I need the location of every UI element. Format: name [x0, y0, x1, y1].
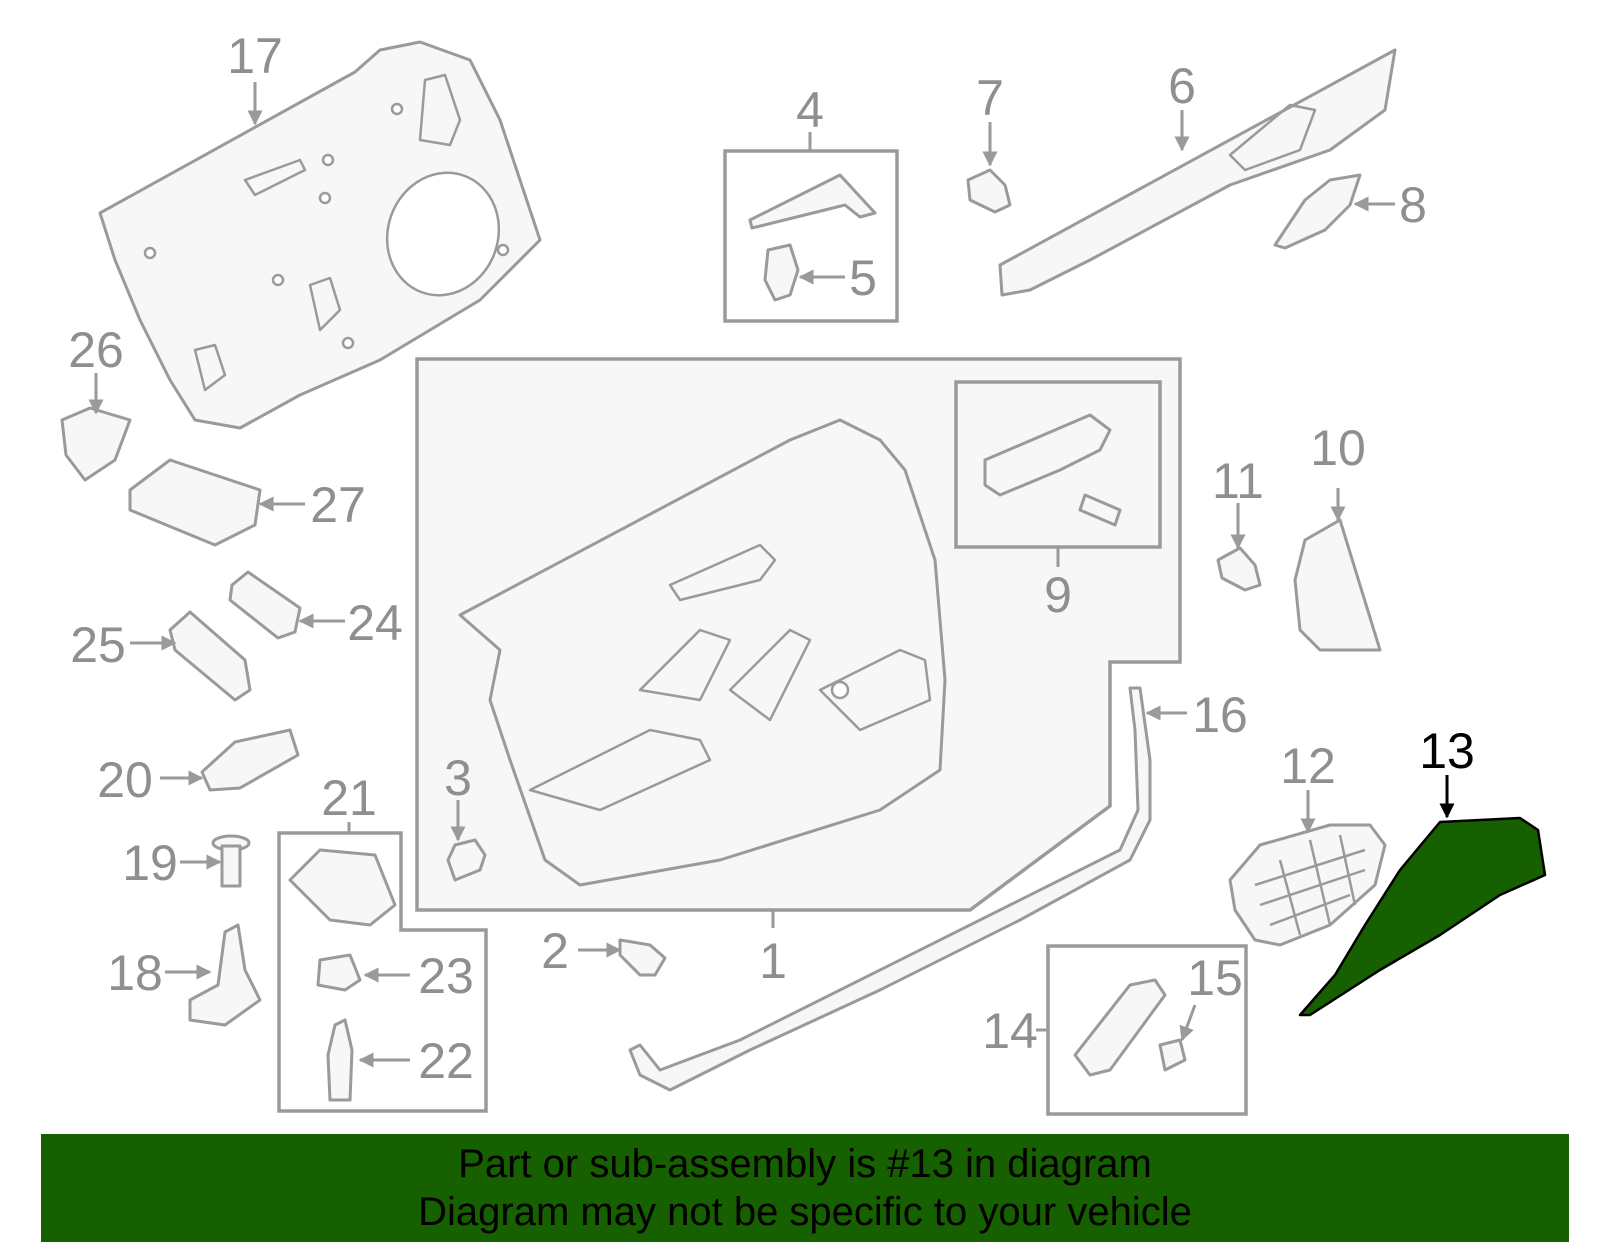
callout-1: 1: [759, 933, 787, 989]
part-4-bracket: [748, 173, 877, 230]
callout-16: 16: [1192, 687, 1248, 743]
part-15-switch: [1158, 1038, 1187, 1072]
part-6-armrest-trim: [998, 48, 1397, 297]
callout-19: 19: [122, 835, 178, 891]
part-7-clip: [966, 168, 1012, 214]
part-20-clip: [200, 728, 300, 792]
box-parts-21-22-23: [277, 831, 488, 1113]
callout-23: 23: [418, 948, 474, 1004]
info-banner: Part or sub-assembly is #13 in diagram D…: [41, 1134, 1569, 1242]
callout-27: 27: [310, 477, 366, 533]
part-24-switch: [228, 570, 302, 640]
part-16-seal-strip: [628, 686, 1152, 1092]
callout-8: 8: [1399, 177, 1427, 233]
part-25-cover: [168, 610, 252, 702]
callout-7: 7: [976, 70, 1004, 126]
part-8-cover: [1273, 173, 1362, 250]
part-26-bracket: [60, 406, 132, 482]
callout-21: 21: [321, 770, 377, 826]
callout-3: 3: [444, 750, 472, 806]
part-1-door-trim-panel: [458, 418, 947, 887]
part-13-highlighted: [1298, 816, 1547, 1017]
leader-lines: [88, 82, 1455, 1068]
callout-11: 11: [1212, 453, 1264, 509]
banner-line-2: Diagram may not be specific to your vehi…: [418, 1190, 1192, 1234]
part-19-pin: [211, 834, 251, 888]
part-17-door-panel: [98, 40, 542, 430]
part-14-switch-bezel: [1073, 978, 1167, 1077]
callout-10: 10: [1310, 420, 1366, 476]
part-5-clip: [763, 243, 800, 302]
callout-24: 24: [347, 595, 403, 651]
callout-15: 15: [1187, 950, 1243, 1006]
part-21-lamp-housing: [288, 848, 397, 927]
callout-17: 17: [227, 28, 283, 84]
callout-18: 18: [107, 945, 163, 1001]
part-27-module: [128, 458, 262, 547]
part-12-speaker-grille: [1228, 823, 1387, 947]
part-9-handle: [983, 413, 1122, 527]
part-11-clip: [1216, 546, 1262, 592]
callout-4: 4: [796, 82, 824, 138]
callout-14: 14: [982, 1003, 1038, 1059]
part-18-bracket: [188, 923, 262, 1027]
callout-9: 9: [1044, 567, 1072, 623]
banner-line-1: Part or sub-assembly is #13 in diagram: [458, 1142, 1152, 1186]
callout-25: 25: [70, 617, 126, 673]
part-23-bulb-socket: [316, 953, 362, 992]
callout-12: 12: [1280, 738, 1336, 794]
callout-20: 20: [97, 752, 153, 808]
callout-13: 13: [1419, 723, 1475, 779]
part-3-cap: [446, 838, 487, 882]
callout-labels: 17 4 5 7 6 8 26 27 10 11 9 24 25 16 12 1…: [68, 28, 1475, 1089]
callout-26: 26: [68, 322, 124, 378]
callout-5: 5: [849, 250, 877, 306]
part-10-trim-cover: [1293, 518, 1382, 652]
callout-22: 22: [418, 1033, 474, 1089]
part-22-bulb: [326, 1018, 354, 1102]
part-2-screw: [618, 938, 667, 977]
callout-6: 6: [1168, 58, 1196, 114]
callout-2: 2: [541, 923, 569, 979]
